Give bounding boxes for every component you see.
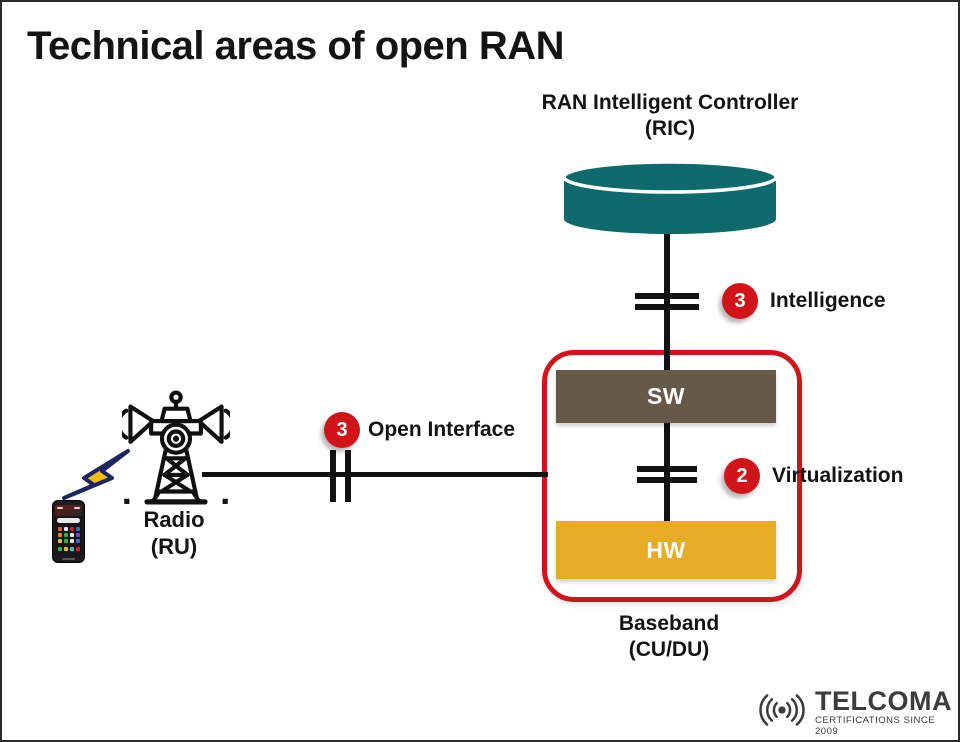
annotation-virtualization: 2 Virtualization xyxy=(724,458,903,494)
baseband-label-name: Baseband xyxy=(618,612,720,635)
annotation-intelligence: 3 Intelligence xyxy=(722,283,886,319)
baseband-label: Baseband (CU/DU) xyxy=(519,611,819,663)
telcoma-logo-text: TELCOMA CERTIFICATIONS SINCE 2009 xyxy=(815,686,958,738)
lightning-bolt-icon xyxy=(62,444,132,502)
connector-ric-to-sw xyxy=(664,234,670,372)
radio-label-name: Radio xyxy=(143,507,205,532)
interface-symbol-open-interface-bar2 xyxy=(345,450,351,502)
virtualization-number-badge: 2 xyxy=(724,458,760,494)
cell-tower-icon xyxy=(116,390,236,506)
interface-symbol-virtualization-bar1 xyxy=(637,466,697,472)
intelligence-label: Intelligence xyxy=(770,289,886,312)
page-title: Technical areas of open RAN xyxy=(27,24,565,68)
interface-symbol-intelligence-bar1 xyxy=(635,293,699,299)
interface-symbol-open-interface-bar1 xyxy=(330,450,336,502)
telcoma-tagline: CERTIFICATIONS SINCE 2009 xyxy=(815,715,936,737)
open-interface-label: Open Interface xyxy=(368,418,516,441)
ric-label-abbr: (RIC) xyxy=(644,117,696,140)
telcoma-logo: TELCOMA CERTIFICATIONS SINCE 2009 xyxy=(754,688,958,737)
radio-label: Radio (RU) xyxy=(94,506,254,560)
open-interface-number-badge: 3 xyxy=(324,412,360,448)
connector-radio-to-baseband xyxy=(202,472,548,477)
virtualization-label: Virtualization xyxy=(772,464,904,487)
connector-sw-to-hw xyxy=(664,423,670,523)
telcoma-brand-name: TELCOMA xyxy=(815,686,952,716)
hw-block: HW xyxy=(556,521,776,579)
sw-block: SW xyxy=(556,370,776,423)
interface-symbol-virtualization-bar2 xyxy=(637,477,697,483)
annotation-open-interface: 3 Open Interface xyxy=(324,412,515,448)
baseband-label-abbr: (CU/DU) xyxy=(628,638,710,661)
ric-label-name: RAN Intelligent Controller xyxy=(541,91,799,114)
hw-block-label: HW xyxy=(646,536,686,563)
intelligence-number-badge: 3 xyxy=(722,283,758,319)
smartphone-icon xyxy=(52,500,85,563)
ric-database-cylinder-icon xyxy=(562,159,778,237)
interface-symbol-intelligence-bar2 xyxy=(635,304,699,310)
sw-block-label: SW xyxy=(646,383,686,409)
radio-label-abbr: (RU) xyxy=(150,534,198,559)
ric-label: RAN Intelligent Controller (RIC) xyxy=(520,90,820,142)
telcoma-signal-icon xyxy=(754,691,810,734)
